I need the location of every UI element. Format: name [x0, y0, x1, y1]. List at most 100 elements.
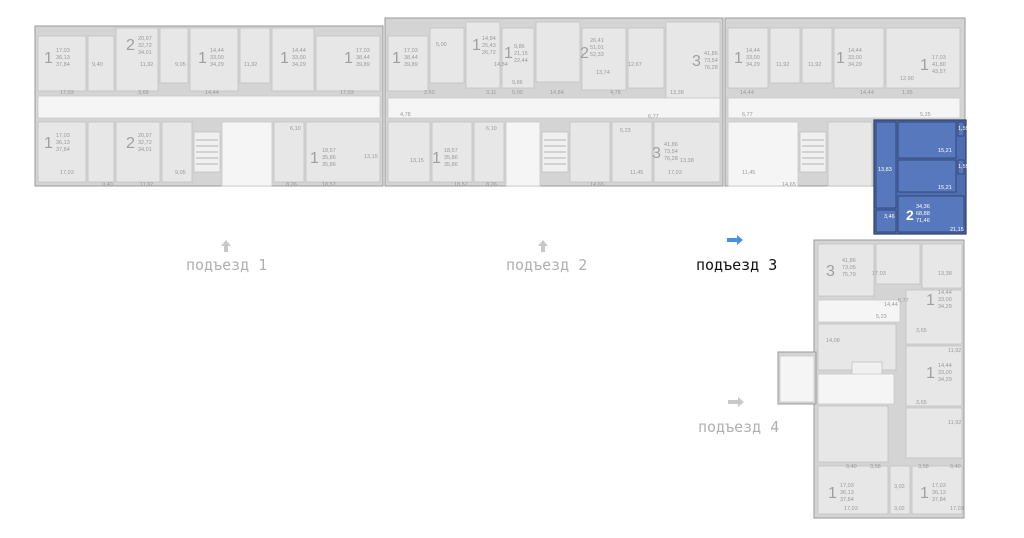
entrance-4[interactable]: подъезд 4: [698, 397, 779, 436]
svg-text:1: 1: [836, 50, 845, 67]
svg-text:6,10: 6,10: [290, 126, 301, 132]
svg-text:17,03: 17,03: [872, 271, 886, 277]
svg-text:33,00: 33,00: [848, 55, 862, 61]
svg-text:11,45: 11,45: [630, 170, 643, 176]
svg-text:17,03: 17,03: [404, 48, 418, 54]
entrance-3[interactable]: подъезд 3: [696, 235, 777, 274]
svg-text:22,44: 22,44: [514, 58, 528, 64]
svg-text:73,54: 73,54: [664, 149, 678, 155]
svg-text:33,00: 33,00: [210, 55, 224, 61]
svg-text:1,95: 1,95: [902, 90, 913, 96]
svg-text:11,92: 11,92: [776, 62, 789, 68]
svg-text:17,03: 17,03: [56, 133, 70, 139]
svg-text:37,84: 37,84: [56, 147, 70, 153]
apartment-area: 68,88: [916, 211, 930, 217]
svg-text:2: 2: [580, 45, 589, 62]
apartment-area: 34,36: [916, 204, 930, 210]
svg-text:3: 3: [652, 145, 661, 162]
svg-text:14,44: 14,44: [860, 90, 874, 96]
svg-text:38,44: 38,44: [404, 55, 418, 61]
svg-text:1: 1: [926, 365, 935, 382]
svg-text:13,74: 13,74: [596, 70, 610, 76]
svg-text:1: 1: [472, 37, 481, 54]
svg-text:34,01: 34,01: [138, 50, 152, 56]
svg-text:20,97: 20,97: [138, 133, 152, 139]
svg-text:1: 1: [734, 50, 743, 67]
svg-text:2: 2: [126, 37, 135, 54]
svg-text:39,89: 39,89: [404, 62, 418, 68]
highlighted-apartment[interactable]: 15,21 15,21 13,83 21,15 3,46 1,59 1,59 2…: [873, 119, 969, 235]
svg-text:3,02: 3,02: [894, 484, 905, 490]
svg-text:26,41: 26,41: [590, 38, 604, 44]
svg-text:14,08: 14,08: [826, 338, 840, 344]
svg-text:6,77: 6,77: [898, 298, 909, 304]
svg-text:25,43: 25,43: [482, 43, 496, 49]
svg-text:14,44: 14,44: [205, 90, 219, 96]
svg-text:33,00: 33,00: [292, 55, 306, 61]
svg-text:73,05: 73,05: [842, 265, 856, 271]
entrance-2[interactable]: подъезд 2: [506, 240, 587, 274]
svg-text:9,05: 9,05: [175, 170, 186, 176]
svg-text:36,13: 36,13: [932, 490, 946, 496]
svg-text:3: 3: [826, 263, 835, 280]
svg-text:5,00: 5,00: [512, 90, 523, 96]
svg-text:6,77: 6,77: [742, 112, 753, 118]
svg-text:38,44: 38,44: [356, 55, 370, 61]
svg-text:3,65: 3,65: [916, 328, 927, 334]
svg-text:1: 1: [432, 150, 441, 167]
entrance-1[interactable]: подъезд 1: [186, 240, 267, 274]
room-area-label: 3,46: [884, 214, 895, 220]
svg-text:37,84: 37,84: [840, 497, 854, 503]
apartment-area: 71,46: [916, 218, 930, 224]
entrance-arrow-icon: [538, 240, 548, 252]
svg-text:18,57: 18,57: [322, 148, 336, 154]
svg-text:3,65: 3,65: [138, 90, 149, 96]
svg-text:43,57: 43,57: [932, 69, 946, 75]
svg-text:17,03: 17,03: [60, 90, 74, 96]
entrance-arrow-icon: [728, 397, 744, 407]
svg-text:26,72: 26,72: [482, 50, 496, 56]
svg-text:1: 1: [920, 57, 929, 74]
svg-text:3,58: 3,58: [918, 464, 929, 470]
svg-text:5,25: 5,25: [920, 112, 931, 118]
svg-text:17,03: 17,03: [340, 90, 354, 96]
room-area-label: 1,59: [958, 126, 969, 132]
svg-text:13,38: 13,38: [670, 90, 684, 96]
svg-text:35,86: 35,86: [322, 162, 336, 168]
svg-text:41,86: 41,86: [664, 142, 678, 148]
svg-text:14,44: 14,44: [884, 302, 898, 308]
svg-text:11,92: 11,92: [948, 420, 961, 426]
entrance-label: подъезд 2: [506, 256, 587, 274]
entrance-label: подъезд 3: [696, 256, 777, 274]
svg-text:17,03: 17,03: [950, 506, 964, 512]
room-area-label: 15,21: [938, 185, 952, 191]
svg-text:1: 1: [198, 50, 207, 67]
svg-text:14,44: 14,44: [848, 48, 862, 54]
svg-text:14,84: 14,84: [482, 36, 496, 42]
svg-text:11,92: 11,92: [140, 182, 153, 188]
svg-text:5,00: 5,00: [436, 42, 447, 48]
svg-text:21,15: 21,15: [514, 51, 528, 57]
svg-text:3,11: 3,11: [486, 90, 496, 96]
svg-text:1: 1: [504, 45, 513, 62]
svg-text:37,84: 37,84: [56, 62, 70, 68]
svg-text:34,29: 34,29: [292, 62, 306, 68]
svg-text:4,78: 4,78: [610, 90, 621, 96]
svg-text:13,38: 13,38: [938, 271, 952, 277]
svg-text:17,03: 17,03: [844, 506, 858, 512]
entrance-arrow-icon: [221, 240, 231, 252]
svg-text:1: 1: [44, 135, 53, 152]
svg-text:1: 1: [44, 50, 53, 67]
svg-text:11,92: 11,92: [948, 348, 961, 354]
svg-text:33,00: 33,00: [938, 370, 952, 376]
svg-text:33,00: 33,00: [746, 55, 760, 61]
svg-text:12,90: 12,90: [900, 76, 914, 82]
room-area-label: 21,15: [950, 227, 964, 233]
entrance-label: подъезд 4: [698, 418, 779, 436]
svg-text:2,60: 2,60: [424, 90, 435, 96]
svg-text:11,92: 11,92: [244, 62, 257, 68]
svg-text:8,26: 8,26: [286, 182, 297, 188]
